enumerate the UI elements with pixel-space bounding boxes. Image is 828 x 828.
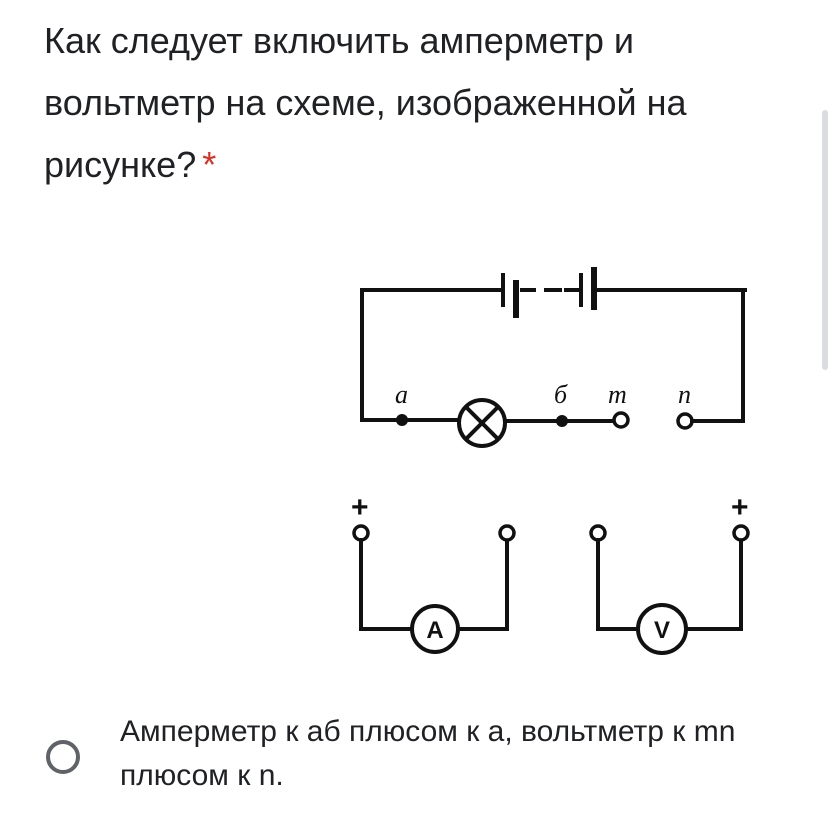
terminal-m xyxy=(612,411,630,429)
circuit-diagram: a б m n + A V + xyxy=(340,255,760,675)
question-title: Как следует включить амперметр и вольтме… xyxy=(44,10,764,196)
lamp-icon xyxy=(457,398,507,448)
voltmeter: V + xyxy=(589,491,750,655)
label-m: m xyxy=(608,380,627,409)
battery xyxy=(360,267,747,318)
ammeter: + A xyxy=(351,491,516,654)
label-b: б xyxy=(554,380,568,409)
ammeter-plus-label: + xyxy=(351,491,369,524)
scrollbar-thumb[interactable] xyxy=(822,110,828,370)
voltmeter-plus-label: + xyxy=(731,491,749,524)
ammeter-symbol: A xyxy=(426,617,443,644)
label-a: a xyxy=(395,380,408,409)
required-asterisk: * xyxy=(202,144,217,185)
label-n: n xyxy=(678,380,691,409)
answer-option-1[interactable]: Амперметр к аб плюсом к а, вольтметр к m… xyxy=(44,708,784,808)
answer-option-label: Амперметр к аб плюсом к а, вольтметр к m… xyxy=(120,715,736,792)
voltmeter-symbol: V xyxy=(654,617,670,644)
terminal-n xyxy=(676,412,694,430)
radio-button[interactable] xyxy=(46,740,80,774)
question-text: Как следует включить амперметр и вольтме… xyxy=(44,20,687,185)
